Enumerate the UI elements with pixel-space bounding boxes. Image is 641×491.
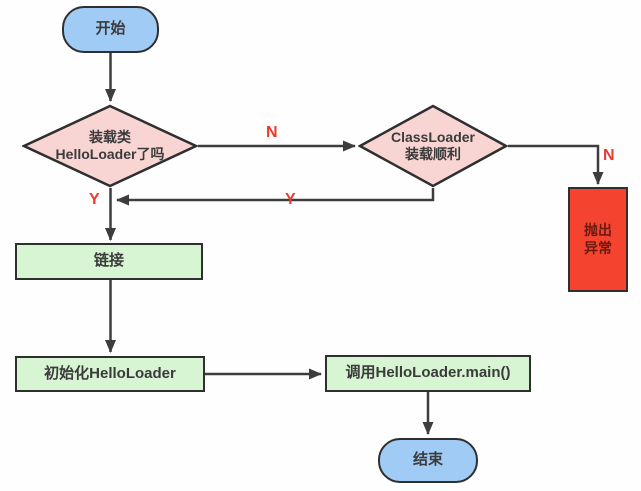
decision-load-class-diamond-shape <box>22 104 198 188</box>
throw-exception-node: 抛出 异常 <box>568 187 628 292</box>
decision-load-class-node: 装载类 HelloLoader了吗 <box>22 104 198 188</box>
decision-classloader-node: ClassLoader 装载顺利 <box>358 104 508 188</box>
start-node: 开始 <box>62 6 159 53</box>
start-node-label: 开始 <box>95 20 126 38</box>
connector-decision2-return-to-yline <box>116 188 435 206</box>
edge-label-n-exception: N <box>603 147 615 164</box>
initialize-process-label: 初始化HelloLoader <box>44 364 176 382</box>
throw-exception-label: 抛出 异常 <box>584 222 612 256</box>
connector-decision2-to-exception <box>508 144 604 185</box>
call-main-process-node: 调用HelloLoader.main() <box>325 355 531 392</box>
decision-classloader-diamond-shape <box>358 104 508 188</box>
end-node-label: 结束 <box>412 451 443 469</box>
edge-label-n-load: N <box>266 124 278 141</box>
end-node: 结束 <box>378 438 478 483</box>
link-process-label: 链接 <box>93 252 124 270</box>
link-process-node: 链接 <box>15 243 203 280</box>
decision-classloader-label: ClassLoader 装载顺利 <box>390 128 476 163</box>
call-main-process-label: 调用HelloLoader.main() <box>345 364 511 382</box>
initialize-process-node: 初始化HelloLoader <box>15 356 205 392</box>
edge-label-y-link: Y <box>89 191 100 208</box>
decision-load-class-label: 装载类 HelloLoader了吗 <box>55 128 165 163</box>
edge-label-y-return: Y <box>285 191 296 208</box>
